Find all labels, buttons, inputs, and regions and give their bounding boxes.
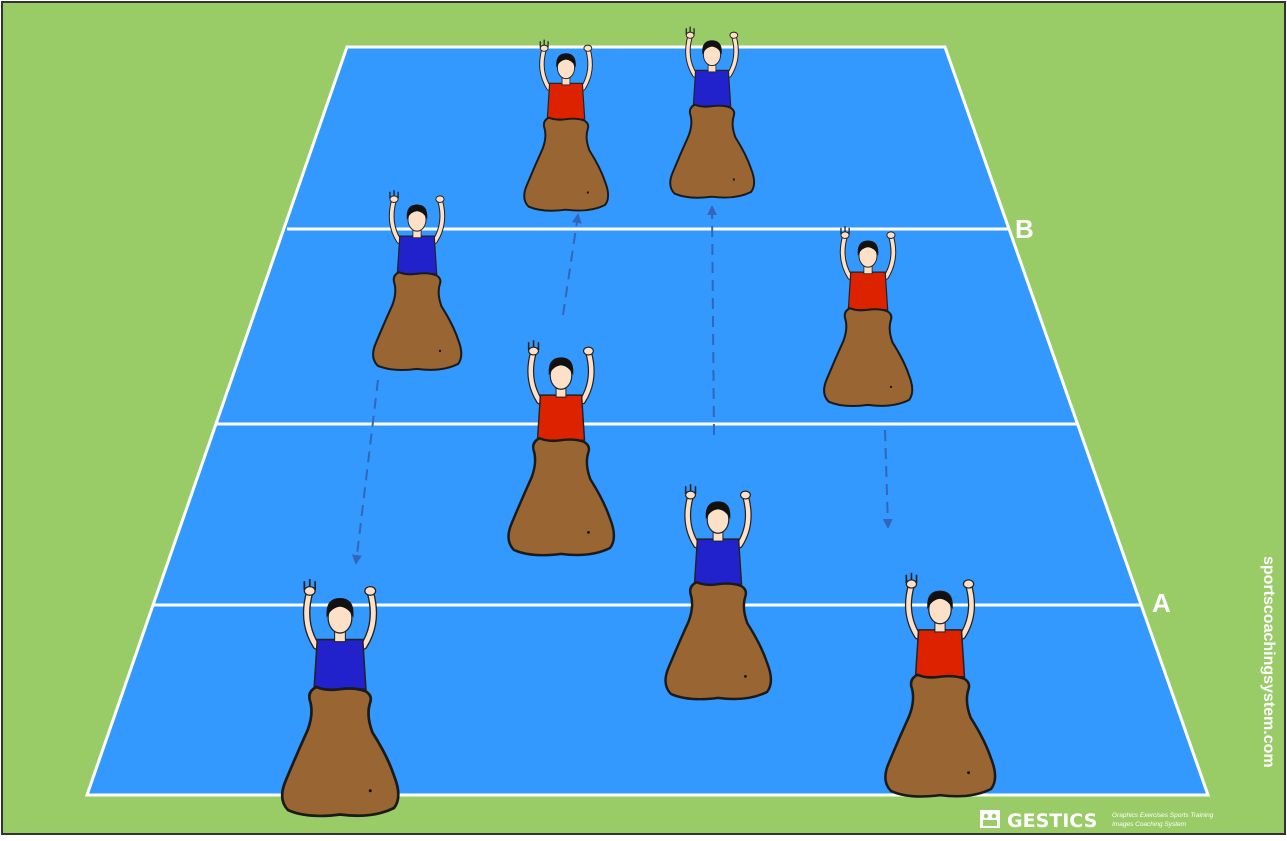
shirt xyxy=(537,395,584,440)
shirt xyxy=(693,70,730,106)
line-b-label: B xyxy=(1015,214,1034,244)
watermark-text: sportscoachingsystem.com xyxy=(1260,556,1277,768)
gestics-tagline-1: Graphics Exercises Sports Training xyxy=(1112,812,1214,819)
shirt xyxy=(916,630,965,677)
gestics-logo-icon xyxy=(980,810,1000,828)
shirt xyxy=(547,83,584,119)
shirt xyxy=(314,640,366,690)
line-a-label: A xyxy=(1152,588,1171,618)
shirt xyxy=(397,236,436,274)
gestics-tagline-2: Images Coaching System xyxy=(1112,821,1187,828)
shirt xyxy=(694,539,741,584)
shirt xyxy=(848,272,887,310)
gestics-logo-text: GESTICS xyxy=(1007,810,1097,832)
